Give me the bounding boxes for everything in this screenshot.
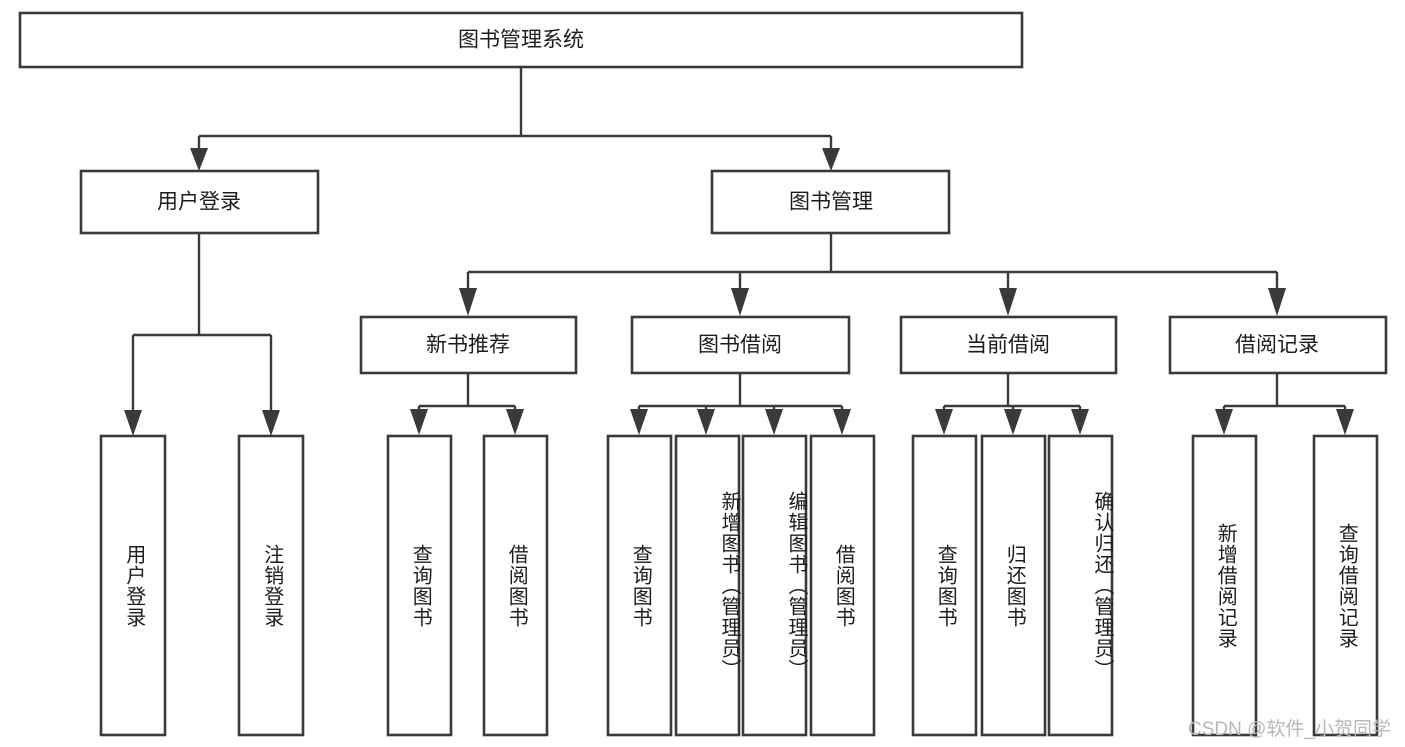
connector-layer [124,67,1354,436]
leaf-box-currentborrow-2[interactable] [980,434,1047,737]
node-root[interactable]: 图书管理系统 [18,11,1024,69]
node-book-manage-box[interactable] [710,169,951,235]
leaf-box-bookborrow-2[interactable] [674,434,741,737]
arrowhead-book-manage [822,148,840,171]
arrowhead-borrow-record [1268,288,1286,316]
arrowhead-leaf-newbook-2 [506,409,524,435]
leaf-boxes-user-login [99,434,305,737]
node-book-borrow-box[interactable] [630,315,851,375]
arrowhead-leaf-borrowrecord-1 [1215,409,1233,435]
node-book-manage-label: 图书管理 [789,191,873,214]
leaf-box-borrowrecord-2[interactable] [1312,434,1379,737]
arrowhead-leaf-newbook-1 [410,409,428,435]
arrowhead-leaf-bookborrow-2 [697,409,715,435]
arrowhead-leaf-currentborrow-2 [1004,409,1022,435]
leaf-box-currentborrow-1[interactable] [911,434,978,737]
leaf-box-user-login-2[interactable] [237,434,305,737]
arrowhead-leaf-user-login-2 [262,410,280,436]
node-user-login[interactable]: 用户登录 [79,169,320,235]
leaf-boxes-current-borrow [911,434,1114,737]
arrowhead-user-login [190,148,208,171]
leaf-box-bookborrow-4[interactable] [809,434,876,737]
node-book-manage[interactable]: 图书管理 [710,169,951,235]
leaf-box-currentborrow-3[interactable] [1047,434,1114,737]
node-root-label: 图书管理系统 [458,29,584,52]
arrowhead-leaf-currentborrow-3 [1071,409,1089,435]
node-book-borrow[interactable]: 图书借阅 [630,315,851,375]
leaf-box-newbook-2[interactable] [482,434,549,737]
arrowhead-leaf-bookborrow-4 [833,409,851,435]
leaf-box-user-login-1[interactable] [99,434,167,737]
node-new-book-recommend[interactable]: 新书推荐 [359,315,578,375]
node-borrow-record-box[interactable] [1168,315,1388,375]
leaf-box-borrowrecord-1[interactable] [1191,434,1258,737]
arrowhead-new-book [459,288,477,316]
node-book-borrow-label: 图书借阅 [698,334,782,357]
arrowhead-leaf-bookborrow-1 [630,409,648,435]
arrowhead-current-borrow [999,288,1017,316]
leaf-boxes-new-book-recommend [386,434,549,737]
node-user-login-label: 用户登录 [157,191,241,214]
watermark-text: CSDN @软件_小贺同学 [1188,719,1391,740]
arrowhead-leaf-currentborrow-1 [935,409,953,435]
leaf-box-bookborrow-1[interactable] [606,434,673,737]
leaf-box-newbook-1[interactable] [386,434,453,737]
node-current-borrow-label: 当前借阅 [966,334,1050,357]
node-new-book-recommend-box[interactable] [359,315,578,375]
node-borrow-record-label: 借阅记录 [1235,334,1319,357]
leaf-boxes-book-borrow [606,434,876,737]
node-new-book-recommend-label: 新书推荐 [426,334,510,357]
arrowhead-leaf-bookborrow-3 [765,409,783,435]
node-root-box[interactable] [18,11,1024,69]
leaf-boxes-borrow-record [1191,434,1379,737]
leaf-box-bookborrow-3[interactable] [741,434,808,737]
arrowhead-book-borrow [731,288,749,316]
arrowhead-leaf-user-login-1 [124,410,142,436]
arrowhead-leaf-borrowrecord-2 [1336,409,1354,435]
node-user-login-box[interactable] [79,169,320,235]
node-current-borrow-box[interactable] [899,315,1118,375]
node-borrow-record[interactable]: 借阅记录 [1168,315,1388,375]
node-current-borrow[interactable]: 当前借阅 [899,315,1118,375]
